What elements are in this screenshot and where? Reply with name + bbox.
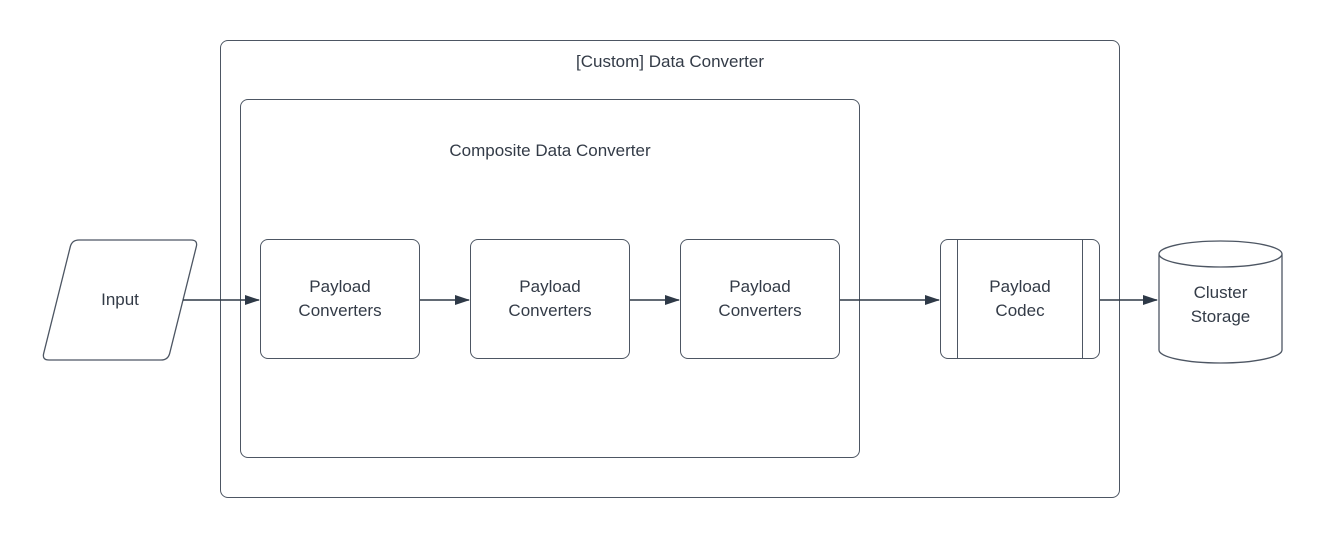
composite-data-converter-container [240, 99, 860, 458]
codec-left-bar [957, 240, 958, 358]
payload-codec-label: Payload Codec [989, 277, 1051, 320]
composite-data-converter-title: Composite Data Converter [449, 141, 651, 160]
payload-converters-label: Payload Converters [508, 277, 592, 320]
codec-right-bar [1082, 240, 1083, 358]
payload-converters-node-1: Payload Converters [260, 239, 420, 359]
cluster-storage-cylinder-shape [1158, 240, 1283, 364]
payload-converters-node-3: Payload Converters [680, 239, 840, 359]
payload-converters-label: Payload Converters [718, 277, 802, 320]
custom-data-converter-container [220, 40, 1120, 498]
payload-codec-node: Payload Codec [940, 239, 1100, 359]
payload-converters-label: Payload Converters [298, 277, 382, 320]
input-parallelogram-shape [42, 239, 198, 361]
custom-data-converter-title: [Custom] Data Converter [575, 52, 764, 71]
payload-converters-node-2: Payload Converters [470, 239, 630, 359]
